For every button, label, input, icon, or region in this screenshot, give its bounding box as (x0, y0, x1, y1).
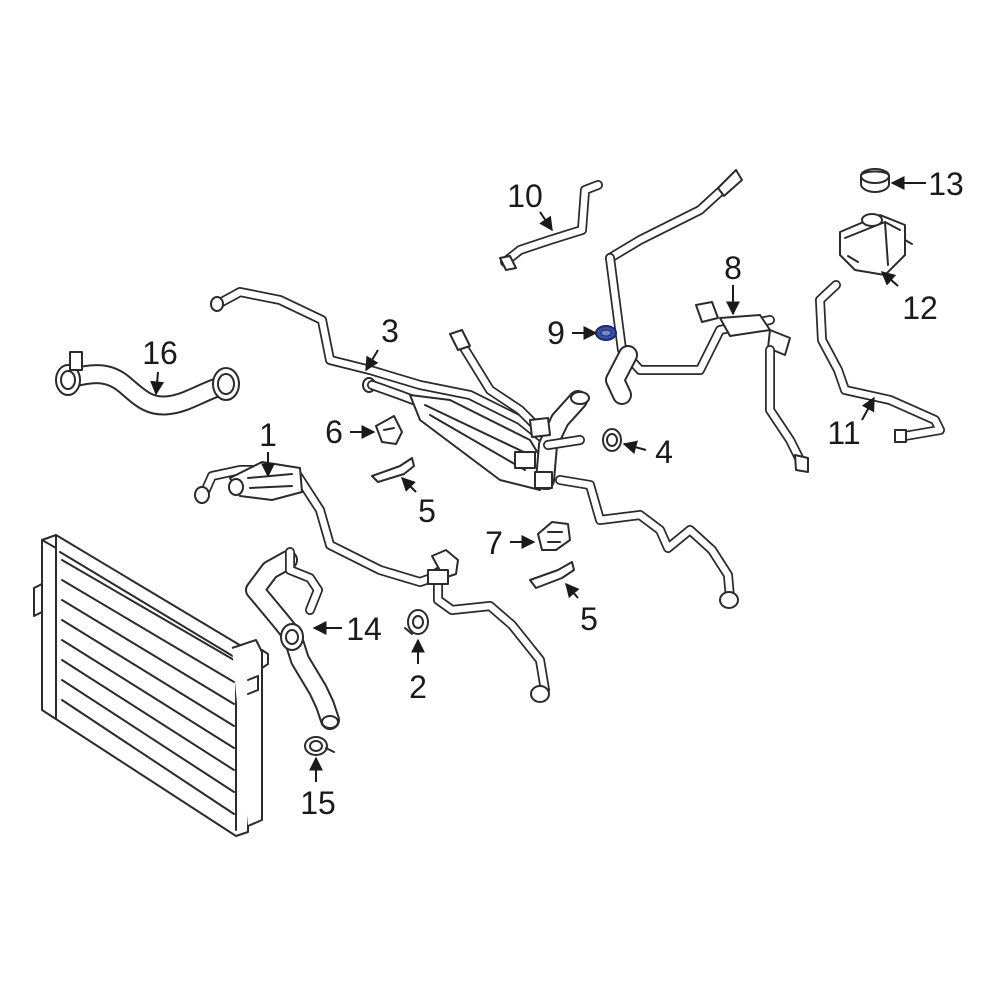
leader-11 (861, 396, 875, 421)
coolant-line-upper[interactable] (605, 169, 809, 473)
callout-5-upper: 5 (418, 493, 436, 529)
leader-16 (150, 371, 165, 396)
callout-15: 15 (300, 785, 336, 821)
callout-2: 2 (409, 669, 427, 705)
return-pipe[interactable] (555, 475, 739, 609)
leader-3 (365, 349, 379, 372)
lower-radiator-hose[interactable] (245, 547, 340, 730)
callout-1: 1 (259, 417, 277, 453)
callout-7: 7 (485, 525, 503, 561)
leader-5b (565, 582, 580, 599)
overflow-hose[interactable] (815, 280, 945, 443)
leader-12 (880, 271, 899, 287)
coolant-pipe-valve[interactable] (194, 461, 550, 703)
callout-5-lower: 5 (580, 601, 598, 637)
sensor-15[interactable] (304, 736, 335, 756)
callout-11: 11 (827, 415, 860, 451)
expansion-tank[interactable] (839, 213, 913, 276)
upper-radiator-hose[interactable] (55, 351, 240, 416)
clip-6[interactable] (375, 415, 403, 445)
callout-12: 12 (902, 290, 938, 326)
callout-13: 13 (928, 166, 964, 202)
callout-6: 6 (325, 414, 343, 450)
bleed-hose[interactable] (499, 180, 603, 271)
callout-10: 10 (507, 178, 543, 214)
leader-4 (622, 440, 647, 455)
callout-9: 9 (547, 315, 565, 351)
callout-4: 4 (655, 434, 673, 470)
bracket-5-lower[interactable] (529, 561, 575, 589)
hose-clamp-2[interactable] (404, 609, 429, 635)
expansion-tank-cap[interactable] (860, 168, 890, 193)
radiator[interactable] (33, 534, 269, 837)
leader-lines (150, 176, 926, 782)
callout-16: 16 (142, 335, 178, 371)
callout-14: 14 (346, 611, 382, 647)
o-ring-9[interactable] (595, 325, 617, 341)
leader-10 (539, 211, 553, 232)
clip-7[interactable] (537, 521, 571, 551)
hose-clamp-4[interactable] (602, 428, 622, 452)
leader-5a (401, 477, 417, 493)
callout-8: 8 (724, 250, 742, 286)
callout-3: 3 (381, 313, 399, 349)
coolant-pipe-assembly[interactable] (210, 287, 590, 491)
bracket-5-upper[interactable] (371, 457, 415, 483)
callout-labels: 1 2 3 4 5 5 6 7 8 9 10 11 12 13 14 15 16 (142, 166, 964, 821)
